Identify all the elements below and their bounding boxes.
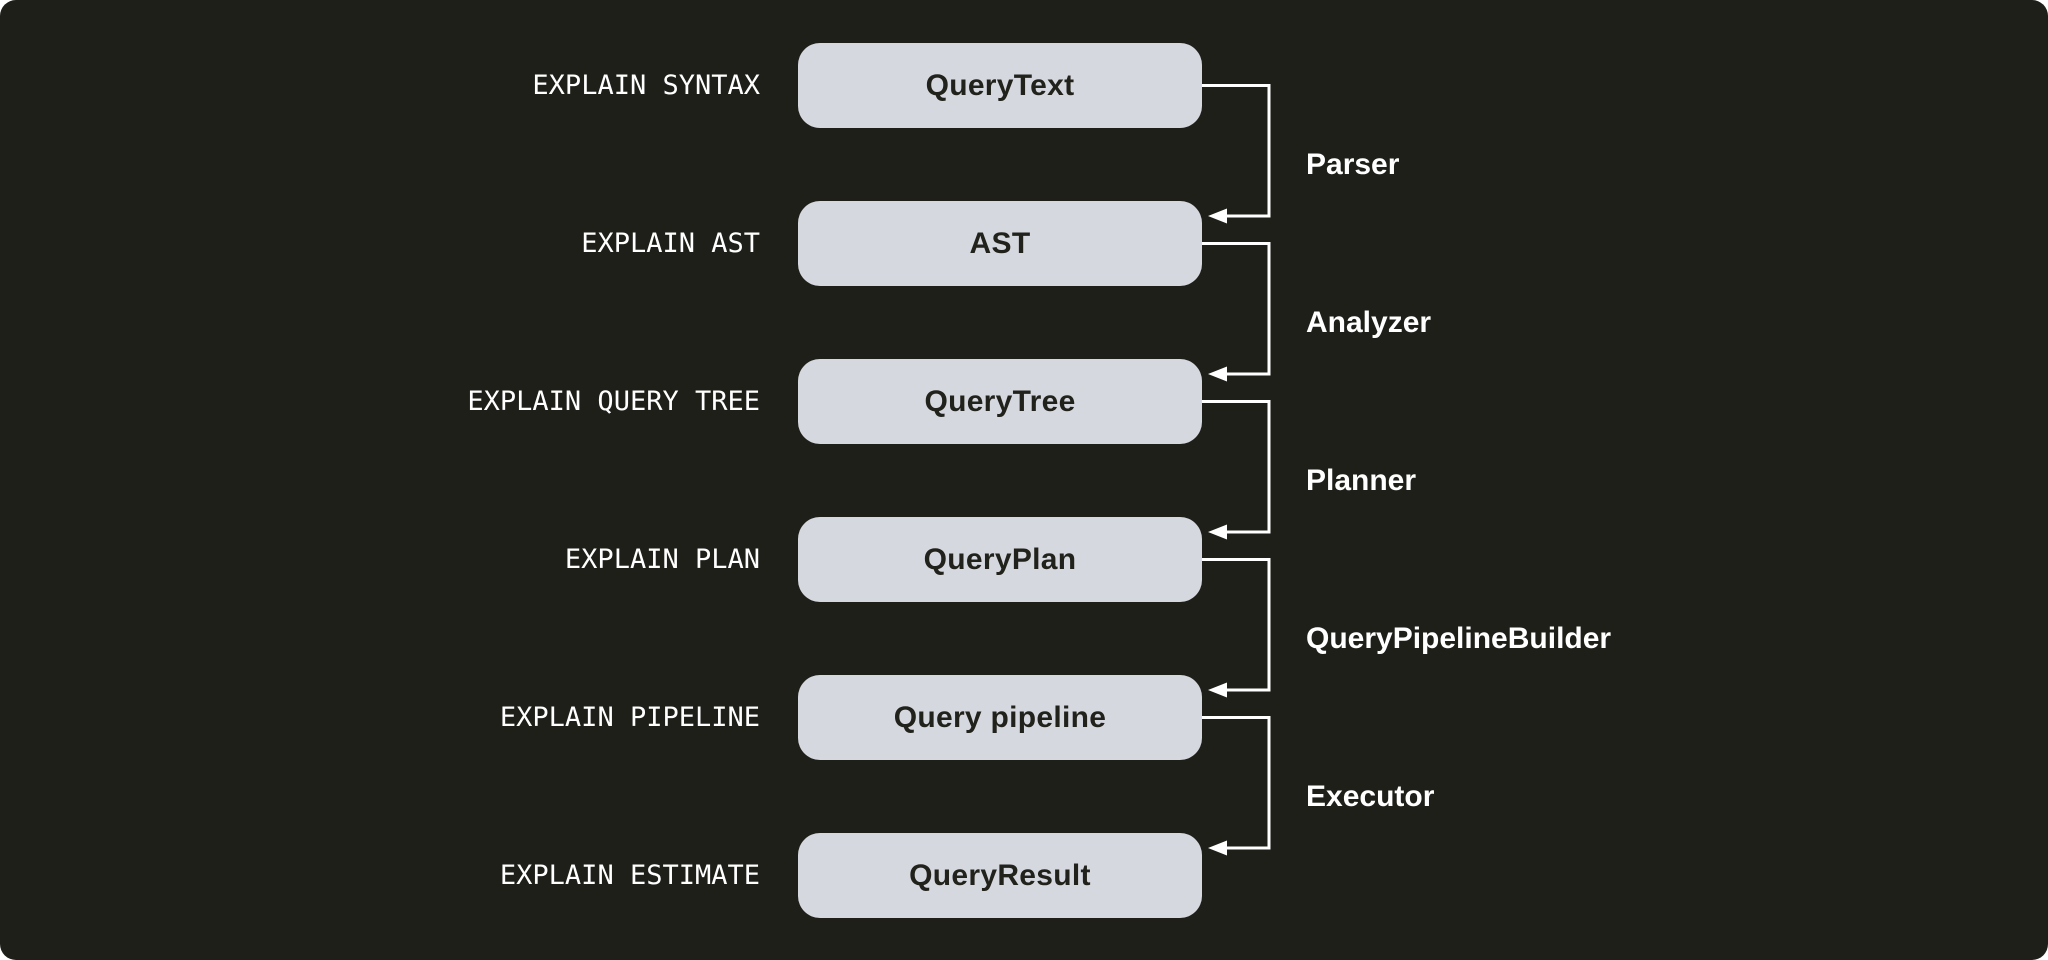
arrowhead-icon [1208, 208, 1227, 224]
node-query-pipeline: Query pipeline [798, 675, 1202, 760]
node-label: QueryTree [924, 384, 1076, 418]
explain-label-ast: EXPLAIN AST [581, 228, 760, 259]
node-query-text: QueryText [798, 43, 1202, 128]
connector-query-pipeline-builder [1202, 558, 1271, 698]
node-label: QueryPlan [923, 542, 1077, 576]
node-label: Query pipeline [893, 700, 1107, 734]
node-ast: AST [798, 201, 1202, 286]
stage-label-analyzer: Analyzer [1306, 306, 1432, 339]
node-label: QueryText [925, 68, 1075, 102]
stage-label-planner: Planner [1306, 464, 1417, 497]
connector-executor [1202, 716, 1271, 856]
connector-planner [1202, 400, 1271, 540]
explain-label-pipeline: EXPLAIN PIPELINE [499, 702, 760, 733]
arrowhead-icon [1208, 840, 1227, 856]
arrowhead-icon [1208, 524, 1227, 540]
explain-label-estimate: EXPLAIN ESTIMATE [499, 860, 760, 891]
stage-label-parser: Parser [1306, 148, 1400, 181]
node-query-plan: QueryPlan [798, 517, 1202, 602]
connector-parser [1202, 84, 1271, 224]
arrowhead-icon [1208, 682, 1227, 698]
node-label: QueryResult [909, 858, 1091, 892]
stage-label-executor: Executor [1306, 780, 1435, 813]
connector-analyzer [1202, 242, 1271, 382]
stage-label-query-pipeline-builder: QueryPipelineBuilder [1306, 622, 1612, 655]
arrowhead-icon [1208, 366, 1227, 382]
explain-label-syntax: EXPLAIN SYNTAX [532, 70, 760, 101]
node-label: AST [969, 226, 1031, 260]
node-query-tree: QueryTree [798, 359, 1202, 444]
explain-label-query-tree: EXPLAIN QUERY TREE [467, 386, 760, 417]
node-query-result: QueryResult [798, 833, 1202, 918]
explain-label-plan: EXPLAIN PLAN [564, 544, 760, 575]
